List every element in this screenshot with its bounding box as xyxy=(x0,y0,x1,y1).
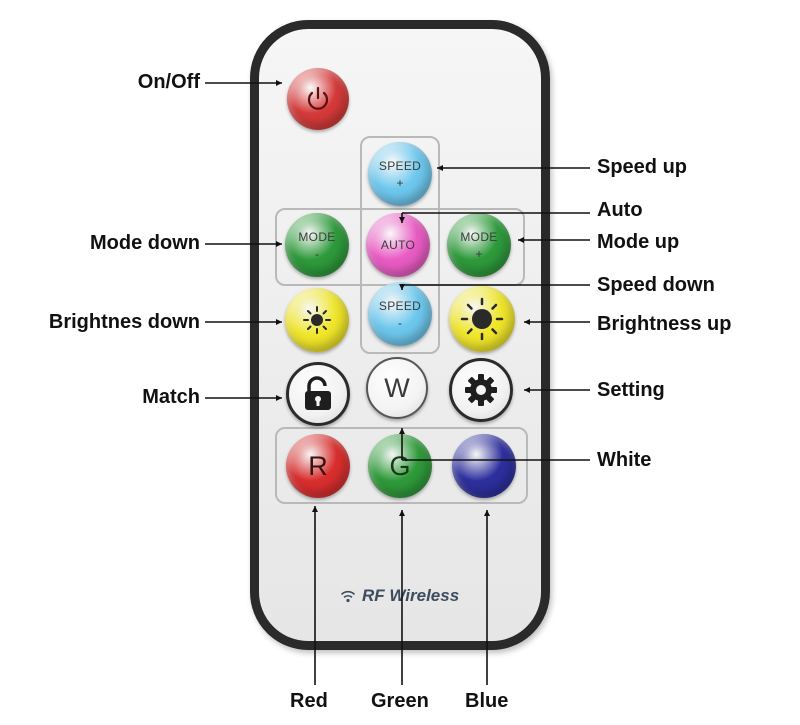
wireless-signal-icon xyxy=(341,590,355,603)
speed-down-button[interactable]: SPEED - xyxy=(368,282,432,346)
mode-down-button[interactable]: MODE - xyxy=(285,213,349,277)
mode-up-button[interactable]: MODE + xyxy=(447,213,511,277)
padlock-icon xyxy=(305,376,331,410)
speed-up-button[interactable]: SPEED + xyxy=(368,142,432,206)
callout-red: Red xyxy=(290,690,328,712)
white-button[interactable]: W xyxy=(366,357,428,419)
white-letter: W xyxy=(384,372,410,403)
gear-icon xyxy=(465,374,497,406)
sun-large-icon xyxy=(460,297,504,341)
sun-small-icon xyxy=(303,306,331,334)
speed-up-sign: + xyxy=(396,176,404,190)
speed-down-label: SPEED xyxy=(378,299,422,313)
mode-up-label: MODE xyxy=(460,230,498,244)
power-icon xyxy=(307,86,329,110)
blue-button[interactable] xyxy=(452,434,516,498)
callout-green: Green xyxy=(371,690,429,712)
match-button[interactable] xyxy=(286,362,350,426)
brightness-up-button[interactable] xyxy=(449,286,515,352)
auto-button[interactable]: AUTO xyxy=(366,213,430,277)
callout-brightness-up: Brightness up xyxy=(597,313,732,335)
green-button[interactable]: G xyxy=(368,434,432,498)
callout-speed-down: Speed down xyxy=(597,274,715,296)
speed-group-outline xyxy=(360,136,440,354)
red-button[interactable]: R xyxy=(286,434,350,498)
speed-down-sign: - xyxy=(398,316,402,330)
green-letter: G xyxy=(389,450,411,481)
callout-match: Match xyxy=(142,386,200,408)
callout-white: White xyxy=(597,449,652,471)
mode-down-label: MODE xyxy=(298,230,336,244)
mode-down-sign: - xyxy=(315,247,319,261)
auto-label: AUTO xyxy=(380,238,416,252)
callout-mode-down: Mode down xyxy=(90,232,200,254)
speed-up-label: SPEED xyxy=(378,159,422,173)
callout-on-off: On/Off xyxy=(137,71,200,93)
power-button[interactable] xyxy=(287,68,349,130)
callout-speed-up: Speed up xyxy=(597,156,688,178)
callout-auto: Auto xyxy=(597,199,643,221)
callout-setting: Setting xyxy=(597,379,665,401)
callout-brightness-down: Brightnes down xyxy=(48,311,200,333)
brightness-down-button[interactable] xyxy=(285,288,349,352)
mode-up-sign: + xyxy=(475,247,483,261)
rf-wireless-text: RF Wireless xyxy=(362,586,460,605)
red-letter: R xyxy=(308,450,328,481)
callout-blue: Blue xyxy=(465,690,509,712)
callout-mode-up: Mode up xyxy=(597,231,680,253)
setting-button[interactable] xyxy=(449,358,513,422)
rf-wireless-branding: RF Wireless xyxy=(340,586,459,606)
